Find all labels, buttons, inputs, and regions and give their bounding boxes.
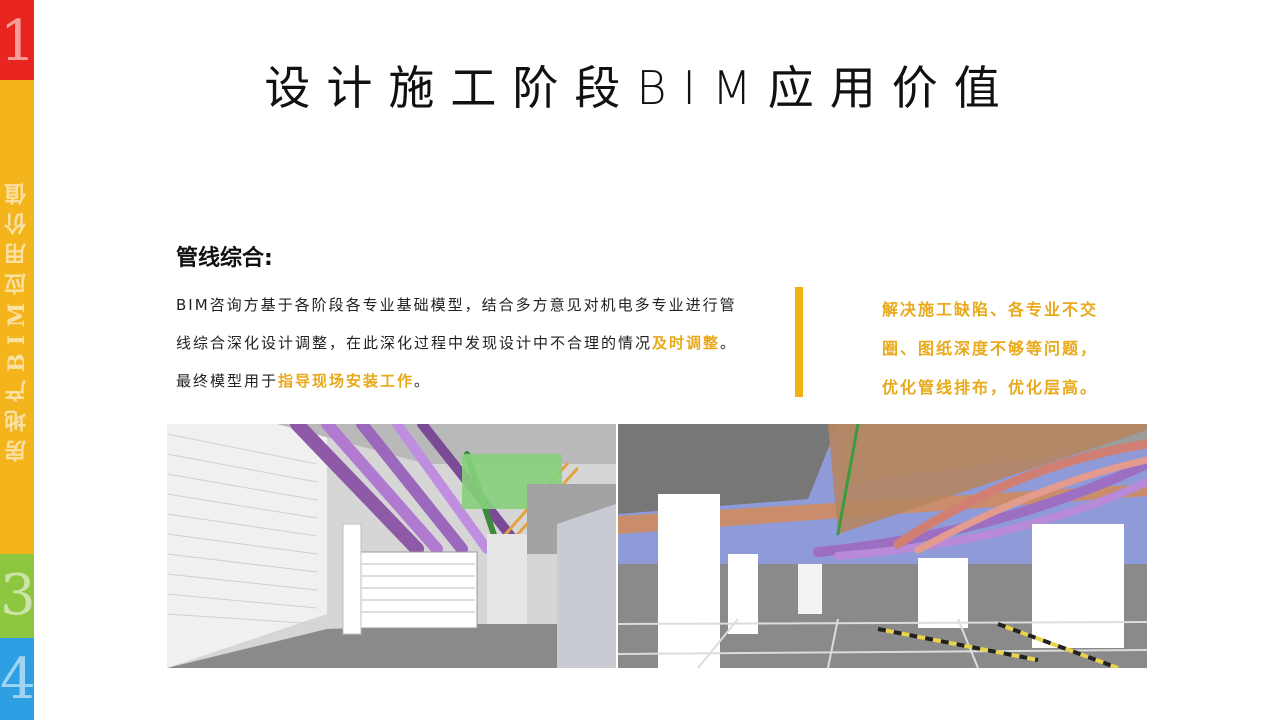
side-strip: 1 房地产BIM应用价值 3 4: [0, 0, 34, 720]
side-vertical-label: 房地产BIM应用价值: [4, 174, 30, 462]
paragraph-text-2: 。最终模型用于: [176, 334, 738, 390]
bim-render-right: [618, 424, 1147, 668]
bim-render-left-graphic: [167, 424, 616, 668]
callout-text: 解决施工缺陷、各专业不交 圈、图纸深度不够等问题， 优化管线排布，优化层高。: [882, 290, 1142, 407]
side-segment-1: 1: [0, 0, 34, 80]
bim-render-right-graphic: [618, 424, 1147, 668]
paragraph-text-1: BIM咨询方基于各阶段各专业基础模型，结合多方意见对机电多专业进行管线综合深化设…: [176, 296, 737, 352]
highlight-guide-installation: 指导现场安装工作: [278, 372, 415, 390]
side-number-1: 1: [0, 9, 34, 74]
accent-divider: [795, 287, 803, 397]
callout-line-2: 圈、图纸深度不够等问题，: [882, 339, 1099, 358]
section-paragraph: BIM咨询方基于各阶段各专业基础模型，结合多方意见对机电多专业进行管线综合深化设…: [176, 286, 746, 400]
side-segment-3: 3: [0, 554, 34, 638]
paragraph-text-3: 。: [414, 372, 432, 390]
side-segment-4: 4: [0, 638, 34, 720]
bim-render-left: [167, 424, 616, 668]
side-number-3: 3: [0, 563, 34, 628]
callout-line-1: 解决施工缺陷、各专业不交: [882, 300, 1099, 319]
highlight-timely-adjust: 及时调整: [652, 334, 721, 352]
section-heading: 管线综合:: [176, 246, 273, 271]
callout-line-3: 优化管线排布，优化层高。: [882, 378, 1099, 397]
side-number-4: 4: [0, 647, 34, 712]
page-title: 设计施工阶段BIM应用价值: [264, 61, 1016, 115]
side-segment-2: 房地产BIM应用价值: [0, 80, 34, 554]
